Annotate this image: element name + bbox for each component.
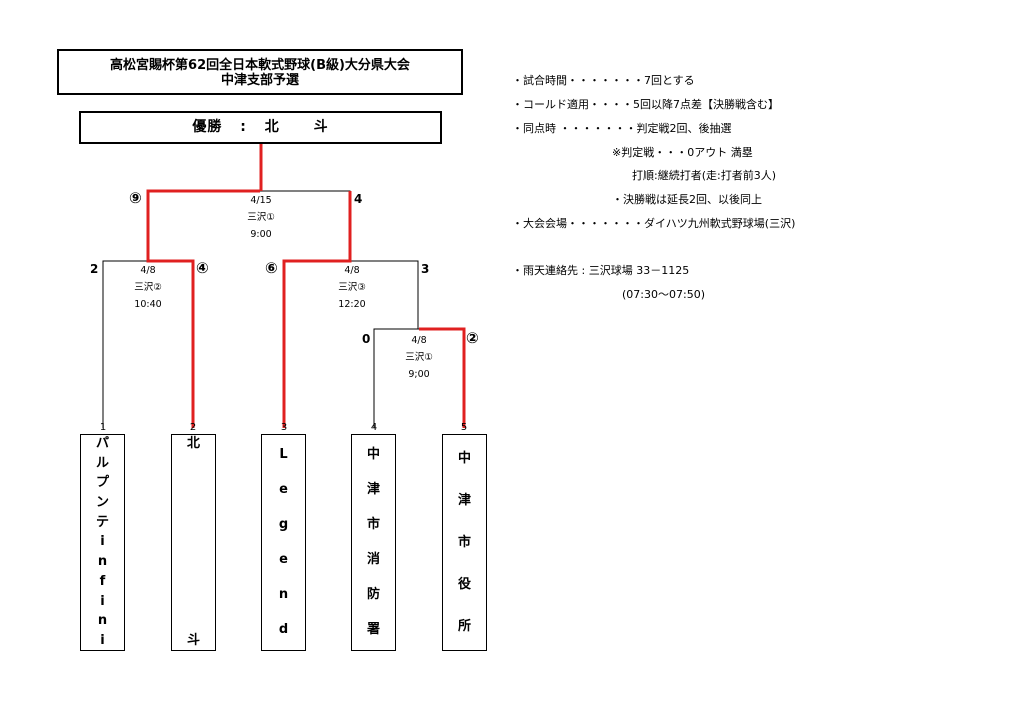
g3-venue: 三沢① [405, 352, 433, 363]
seed-2: 2 [189, 422, 197, 433]
team1-char: i [100, 593, 105, 609]
g1-score-right: ④ [196, 259, 209, 277]
team-box-5: 中 津 市 役 所 [442, 434, 487, 651]
team-box-1: パ ル プ ン テ i n f i n i [80, 434, 125, 651]
team2-char: 斗 [186, 633, 200, 648]
team5-char: 役 [457, 576, 471, 592]
winner-box: 優勝 : 北 斗 [79, 111, 442, 144]
win-line-team2 [146, 189, 260, 428]
winner-sep: : [240, 119, 247, 135]
g1-date: 4/8 [140, 265, 156, 276]
team-box-2: 北 斗 [171, 434, 216, 651]
team3-char: L [279, 447, 288, 462]
g2-time: 12:20 [338, 299, 366, 310]
team4-char: 市 [366, 517, 380, 532]
note-batting-order: 打順:継続打者(走:打者前3人) [632, 169, 776, 182]
team4-char: 消 [366, 552, 380, 567]
seed-3: 3 [280, 422, 288, 433]
g1-game-info: 4/8 三沢② 10:40 [113, 262, 183, 313]
final-score-right: 4 [354, 192, 363, 206]
team1-char: プ [95, 475, 109, 491]
team3-char: e [279, 552, 288, 567]
winner-name-1: 北 [264, 119, 280, 135]
note-game-time: ・試合時間・・・・・・・7回とする [512, 74, 695, 87]
team4-char: 防 [366, 587, 380, 602]
team2-char: 北 [186, 436, 200, 451]
g2-game-info: 4/8 三沢③ 12:20 [317, 262, 387, 313]
team1-char: f [99, 573, 106, 589]
g3-score-left: 0 [362, 332, 371, 346]
g2-score-right: 3 [421, 262, 430, 276]
g3-score-right: ② [466, 329, 479, 347]
team1-char: i [100, 534, 105, 550]
team1-char: i [100, 632, 105, 648]
team1-char: n [97, 554, 108, 570]
line-team1 [102, 260, 148, 428]
g1-score-left: 2 [90, 262, 99, 276]
note-rain-contact: ・雨天連絡先 : 三沢球場 33－1125 [512, 264, 690, 277]
title-line-2: 中津支部予選 [220, 73, 299, 88]
winner-name-2: 斗 [313, 119, 329, 135]
g2-score-left: ⑥ [265, 259, 278, 277]
final-date: 4/15 [250, 195, 272, 206]
note-tiebreak: ※判定戦・・・0アウト 満塁 [612, 146, 753, 159]
final-time: 9:00 [250, 229, 272, 240]
g3-time: 9;00 [408, 369, 430, 380]
g2-date: 4/8 [344, 265, 360, 276]
line-team4 [373, 328, 419, 428]
note-contact-hours: (07:30～07:50) [622, 288, 705, 301]
team4-char: 署 [366, 622, 380, 637]
final-score-left: ⑨ [129, 189, 142, 207]
g3-date: 4/8 [411, 335, 427, 346]
team3-char: n [278, 587, 289, 602]
note-final-extra: ・決勝戦は延長2回、以後同上 [612, 193, 762, 206]
seed-5: 5 [460, 422, 468, 433]
note-called-game: ・コールド適用・・・・5回以降7点差【決勝戦含む】 [512, 98, 779, 111]
team1-char: テ [95, 514, 109, 530]
team-box-3: L e g e n d [261, 434, 306, 651]
team3-char: g [278, 517, 289, 532]
team1-char: n [97, 613, 108, 629]
g1-time: 10:40 [134, 299, 162, 310]
team5-char: 市 [457, 534, 471, 550]
team3-char: d [278, 622, 289, 637]
note-tie: ・同点時 ・・・・・・・判定戦2回、後抽選 [512, 122, 732, 135]
team4-char: 津 [366, 482, 380, 497]
team1-char: パ [95, 436, 109, 451]
final-venue: 三沢① [247, 212, 275, 223]
tournament-title: 高松宮賜杯第62回全日本軟式野球(B級)大分県大会 中津支部予選 [57, 49, 463, 95]
team-box-4: 中 津 市 消 防 署 [351, 434, 396, 651]
final-game-info: 4/15 三沢① 9:00 [226, 192, 296, 243]
team5-char: 中 [457, 450, 471, 466]
team1-char: ル [95, 455, 109, 471]
team3-char: e [279, 482, 288, 497]
g3-game-info: 4/8 三沢① 9;00 [384, 332, 454, 383]
team4-char: 中 [366, 447, 380, 462]
team5-char: 津 [457, 492, 471, 508]
title-line-1: 高松宮賜杯第62回全日本軟式野球(B級)大分県大会 [110, 58, 410, 73]
g1-venue: 三沢② [134, 282, 162, 293]
team1-char: ン [95, 495, 109, 511]
seed-1: 1 [99, 422, 107, 433]
seed-4: 4 [370, 422, 378, 433]
team5-char: 所 [457, 618, 471, 634]
g2-venue: 三沢③ [338, 282, 366, 293]
winner-label: 優勝 [192, 119, 223, 135]
note-venue: ・大会会場・・・・・・・ダイハツ九州軟式野球場(三沢) [512, 217, 796, 230]
line-g2-right [328, 260, 419, 329]
win-line-team5 [419, 327, 466, 428]
win-line-team3 [282, 191, 352, 428]
